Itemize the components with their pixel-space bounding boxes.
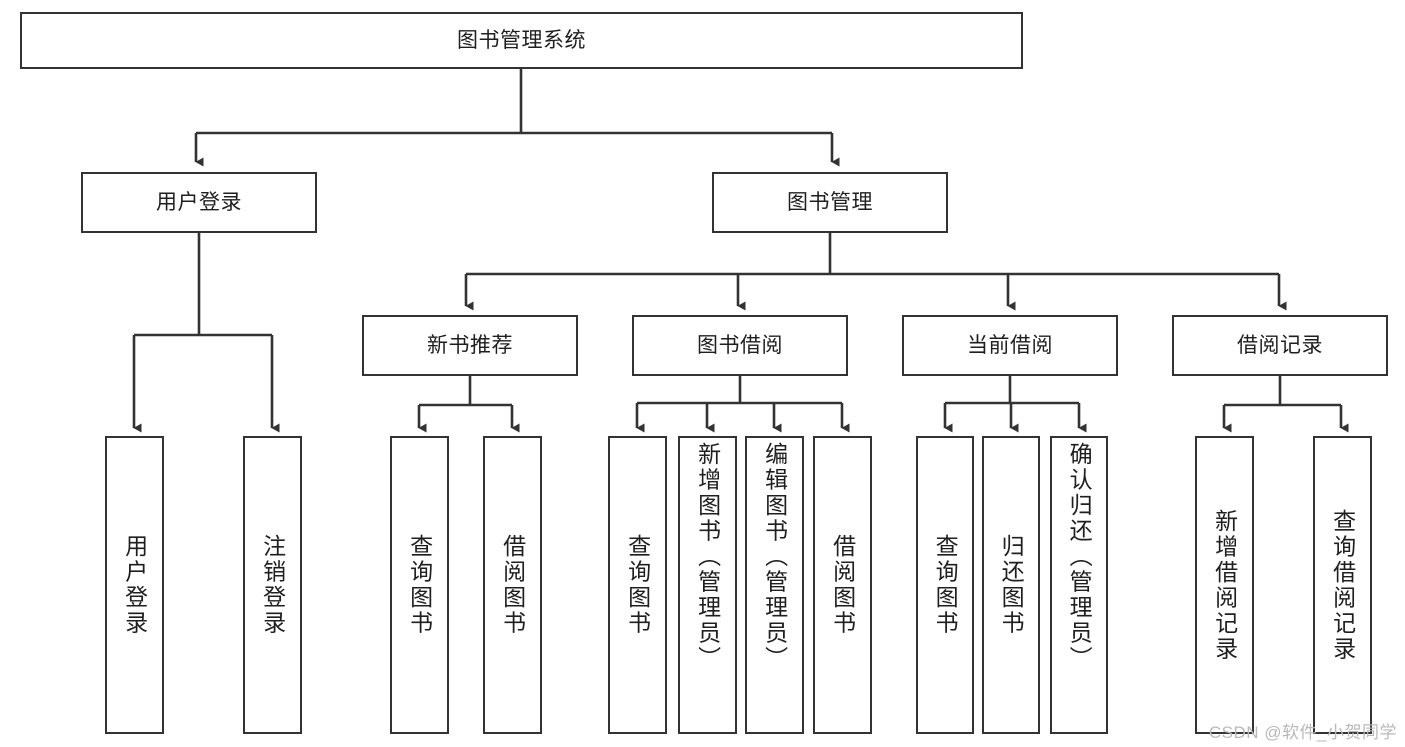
node-book-borrow-label: 图书借阅 [697,333,783,357]
leaf-current-borrow-confirm[interactable]: 确认归还（管理员） [1050,436,1108,734]
node-borrow-record-label: 借阅记录 [1237,333,1323,357]
leaf-current-borrow-query-label: 查询图书 [932,534,959,636]
node-current-borrow[interactable]: 当前借阅 [902,315,1118,376]
leaf-new-book-query[interactable]: 查询图书 [390,436,449,734]
leaf-book-borrow-add[interactable]: 新增图书（管理员） [678,436,737,734]
leaf-borrow-record-add[interactable]: 新增借阅记录 [1195,436,1254,734]
leaf-new-book-query-label: 查询图书 [406,534,433,636]
node-book-management[interactable]: 图书管理 [712,172,948,233]
leaf-new-book-borrow[interactable]: 借阅图书 [483,436,542,734]
leaf-book-borrow-query-label: 查询图书 [624,534,651,636]
node-new-book-recommend-label: 新书推荐 [427,333,513,357]
node-new-book-recommend[interactable]: 新书推荐 [362,315,578,376]
watermark: CSDN @软件_小贺同学 [1208,723,1397,742]
leaf-current-borrow-return-label: 归还图书 [998,534,1025,636]
node-borrow-record[interactable]: 借阅记录 [1172,315,1388,376]
leaf-user-login-logout[interactable]: 注销登录 [243,436,302,734]
node-root-label: 图书管理系统 [457,28,586,52]
node-user-login-label: 用户登录 [156,190,242,214]
leaf-borrow-record-add-label: 新增借阅记录 [1211,508,1238,662]
leaf-book-borrow-edit-label: 编辑图书（管理员） [761,442,788,672]
node-user-login[interactable]: 用户登录 [81,172,317,233]
leaf-book-borrow-edit[interactable]: 编辑图书（管理员） [745,436,804,734]
leaf-current-borrow-confirm-label: 确认归还（管理员） [1066,442,1093,672]
leaf-user-login-logout-label: 注销登录 [259,534,286,636]
leaf-borrow-record-query-label: 查询借阅记录 [1329,508,1356,662]
leaf-book-borrow-query[interactable]: 查询图书 [608,436,667,734]
leaf-new-book-borrow-label: 借阅图书 [499,534,526,636]
node-book-borrow[interactable]: 图书借阅 [632,315,848,376]
leaf-current-borrow-return[interactable]: 归还图书 [982,436,1040,734]
leaf-user-login-login-label: 用户登录 [121,534,148,636]
leaf-book-borrow-borrow[interactable]: 借阅图书 [813,436,872,734]
leaf-book-borrow-add-label: 新增图书（管理员） [694,442,721,672]
leaf-book-borrow-borrow-label: 借阅图书 [829,534,856,636]
node-current-borrow-label: 当前借阅 [967,333,1053,357]
node-book-management-label: 图书管理 [787,190,873,214]
node-root[interactable]: 图书管理系统 [20,12,1023,69]
leaf-user-login-login[interactable]: 用户登录 [105,436,164,734]
leaf-current-borrow-query[interactable]: 查询图书 [916,436,974,734]
leaf-borrow-record-query[interactable]: 查询借阅记录 [1313,436,1372,734]
